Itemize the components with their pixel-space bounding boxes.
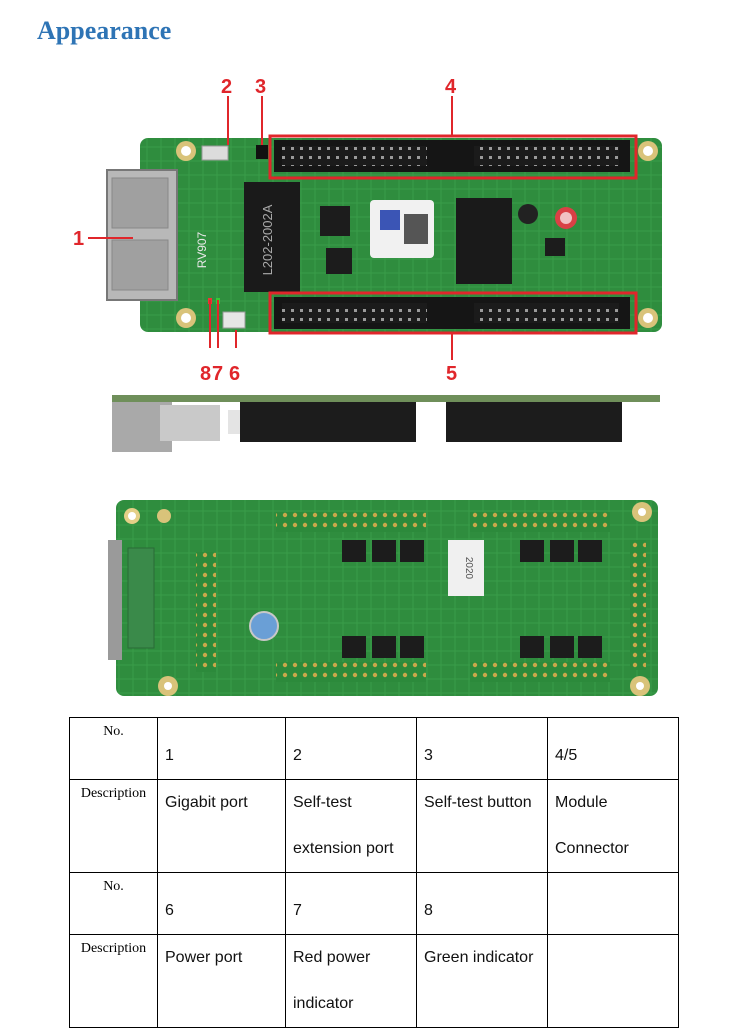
callout-3: 3 <box>255 76 266 98</box>
cell-line: Connector <box>555 840 629 857</box>
cell-line: Self-test button <box>424 794 532 811</box>
table-cell: 1 <box>157 717 286 780</box>
callout-1: 1 <box>73 228 84 250</box>
cell-line: Module <box>555 794 608 811</box>
cell-line: Green indicator <box>424 949 534 966</box>
section-title: Appearance <box>37 16 172 45</box>
cell-line: Self-test <box>293 794 352 811</box>
row-header: Description <box>69 779 158 873</box>
table-cell: 2 <box>285 717 417 780</box>
table-cell: 7 <box>285 872 417 935</box>
spec-table: No. 1 2 3 4/5 Description Gigabit port S… <box>69 717 679 1028</box>
board-side-view <box>112 395 660 452</box>
callout-2: 2 <box>221 76 232 98</box>
table-cell: 3 <box>416 717 548 780</box>
table-row: No. 1 2 3 4/5 <box>69 717 679 780</box>
cell-line: Red power <box>293 949 371 966</box>
callout-leaders <box>88 96 453 360</box>
cell-line: extension port <box>293 840 394 857</box>
product-figure: L202-2002A RV907 <box>73 76 662 696</box>
callout-7: 7 <box>212 363 223 385</box>
cell-line: Power port <box>165 949 243 966</box>
row-header: Description <box>69 934 158 1028</box>
table-row: No. 6 7 8 <box>69 872 679 935</box>
row-header: No. <box>69 872 158 935</box>
badge-marking: 2020 <box>463 557 474 580</box>
table-cell: Gigabit port <box>157 779 286 873</box>
table-cell: Power port <box>157 934 286 1028</box>
chip-marking: L202-2002A <box>260 204 275 275</box>
table-cell: Self-test extension port <box>285 779 417 873</box>
table-row: Description Power port Red power indicato… <box>69 934 679 1028</box>
table-row: Description Gigabit port Self-test extens… <box>69 779 679 873</box>
callout-5: 5 <box>446 363 457 385</box>
board-bottom-view: 2020 <box>108 500 658 696</box>
table-cell: 6 <box>157 872 286 935</box>
table-cell: Self-test button <box>416 779 548 873</box>
table-cell: 4/5 <box>547 717 679 780</box>
cell-line: Gigabit port <box>165 794 248 811</box>
callout-6: 6 <box>229 363 240 385</box>
callout-4: 4 <box>445 76 457 98</box>
row-header: No. <box>69 717 158 780</box>
table-cell <box>547 872 679 935</box>
table-cell: 8 <box>416 872 548 935</box>
table-cell <box>547 934 679 1028</box>
board-top-view: L202-2002A RV907 <box>106 134 662 335</box>
model-marking: RV907 <box>195 231 209 268</box>
cell-line: indicator <box>293 995 354 1012</box>
callout-8: 8 <box>200 363 211 385</box>
table-cell: Red power indicator <box>285 934 417 1028</box>
table-cell: Green indicator <box>416 934 548 1028</box>
